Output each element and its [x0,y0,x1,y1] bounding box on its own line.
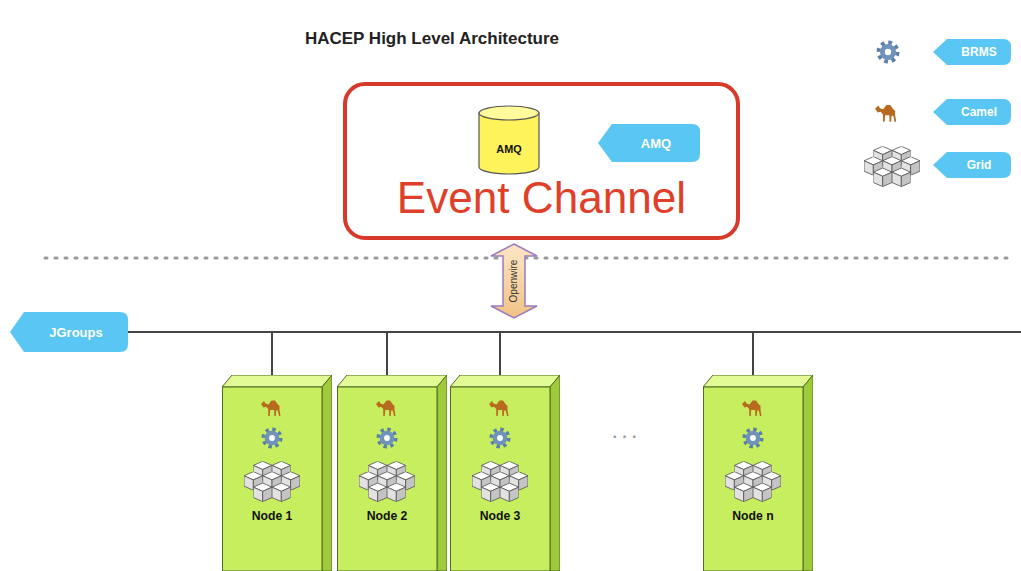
node-label: JGroups [49,325,102,340]
gear-icon [879,43,898,62]
grid-icon [864,146,920,186]
cluster-node: Node 3 [450,375,560,571]
server-box [337,375,447,571]
cylinder-body [479,113,539,174]
server-top [450,375,560,387]
diagram-title: HACEP High Level Architecture [232,29,632,49]
server-box [703,375,813,571]
gear-icon [263,429,280,446]
node-label: AMQ [641,136,671,151]
camel-icon [875,105,896,122]
legend-tag: Camel [933,99,1011,125]
server-top [337,375,447,387]
camel-icon [742,401,762,417]
camel-icon [489,401,509,417]
grid-icon [725,461,781,501]
node-label: AMQ [478,143,540,155]
protocol-label: Openwire [509,260,519,303]
camel-icon [376,401,396,417]
legend-tag: Grid [933,152,1011,178]
grid-icon [244,461,300,501]
cluster-node: Node 2 [337,375,447,571]
cylinder-top [479,106,539,120]
node-label: Node 1 [222,509,322,523]
server-side [803,375,813,571]
server-side [437,375,447,571]
cluster-node: Node 1 [222,375,332,571]
tag-shape-fill [10,312,128,352]
legend-text: Camel [961,105,997,119]
node-label: Node n [703,509,803,523]
legend-text: Grid [967,158,992,172]
legend-tag: BRMS [933,39,1011,65]
node-label: Node 3 [450,509,550,523]
server-top [222,375,332,387]
gear-icon [378,429,395,446]
ellipsis-mark: · · · [613,429,638,445]
gear-icon [744,429,761,446]
tag-shape-fill [598,124,700,162]
legend-text: BRMS [961,45,996,59]
grid-icon [359,461,415,501]
gear-icon [491,429,508,446]
server-front [223,387,323,571]
server-side [322,375,332,571]
bus-drop-line [128,332,500,375]
node-label: Node 2 [337,509,437,523]
cylinder-shape [478,105,540,175]
component-tag: JGroups [10,312,128,352]
broker-cylinder: AMQ [478,105,540,175]
server-front [338,387,438,571]
server-side [550,375,560,571]
legend-tag-shape-fill [933,99,1011,125]
bus-drop-line [128,332,753,375]
legend-tag-shape-fill [933,152,1011,178]
server-box [450,375,560,571]
server-top [703,375,813,387]
server-front [704,387,804,571]
bus-drop-line [128,332,387,375]
grid-icon [472,461,528,501]
channel-region: Event Channel AMQ AMQ [343,82,740,240]
openwire-arrow [491,244,537,318]
component-tag: AMQ [598,124,700,162]
legend-tag-shape-fill [933,39,1011,65]
node-label: Event Channel [347,172,736,224]
bus-drop-line [128,332,272,375]
server-front [451,387,551,571]
tier-divider [45,257,1015,260]
camel-icon [261,401,281,417]
cluster-node: Node n [703,375,813,571]
server-box [222,375,332,571]
